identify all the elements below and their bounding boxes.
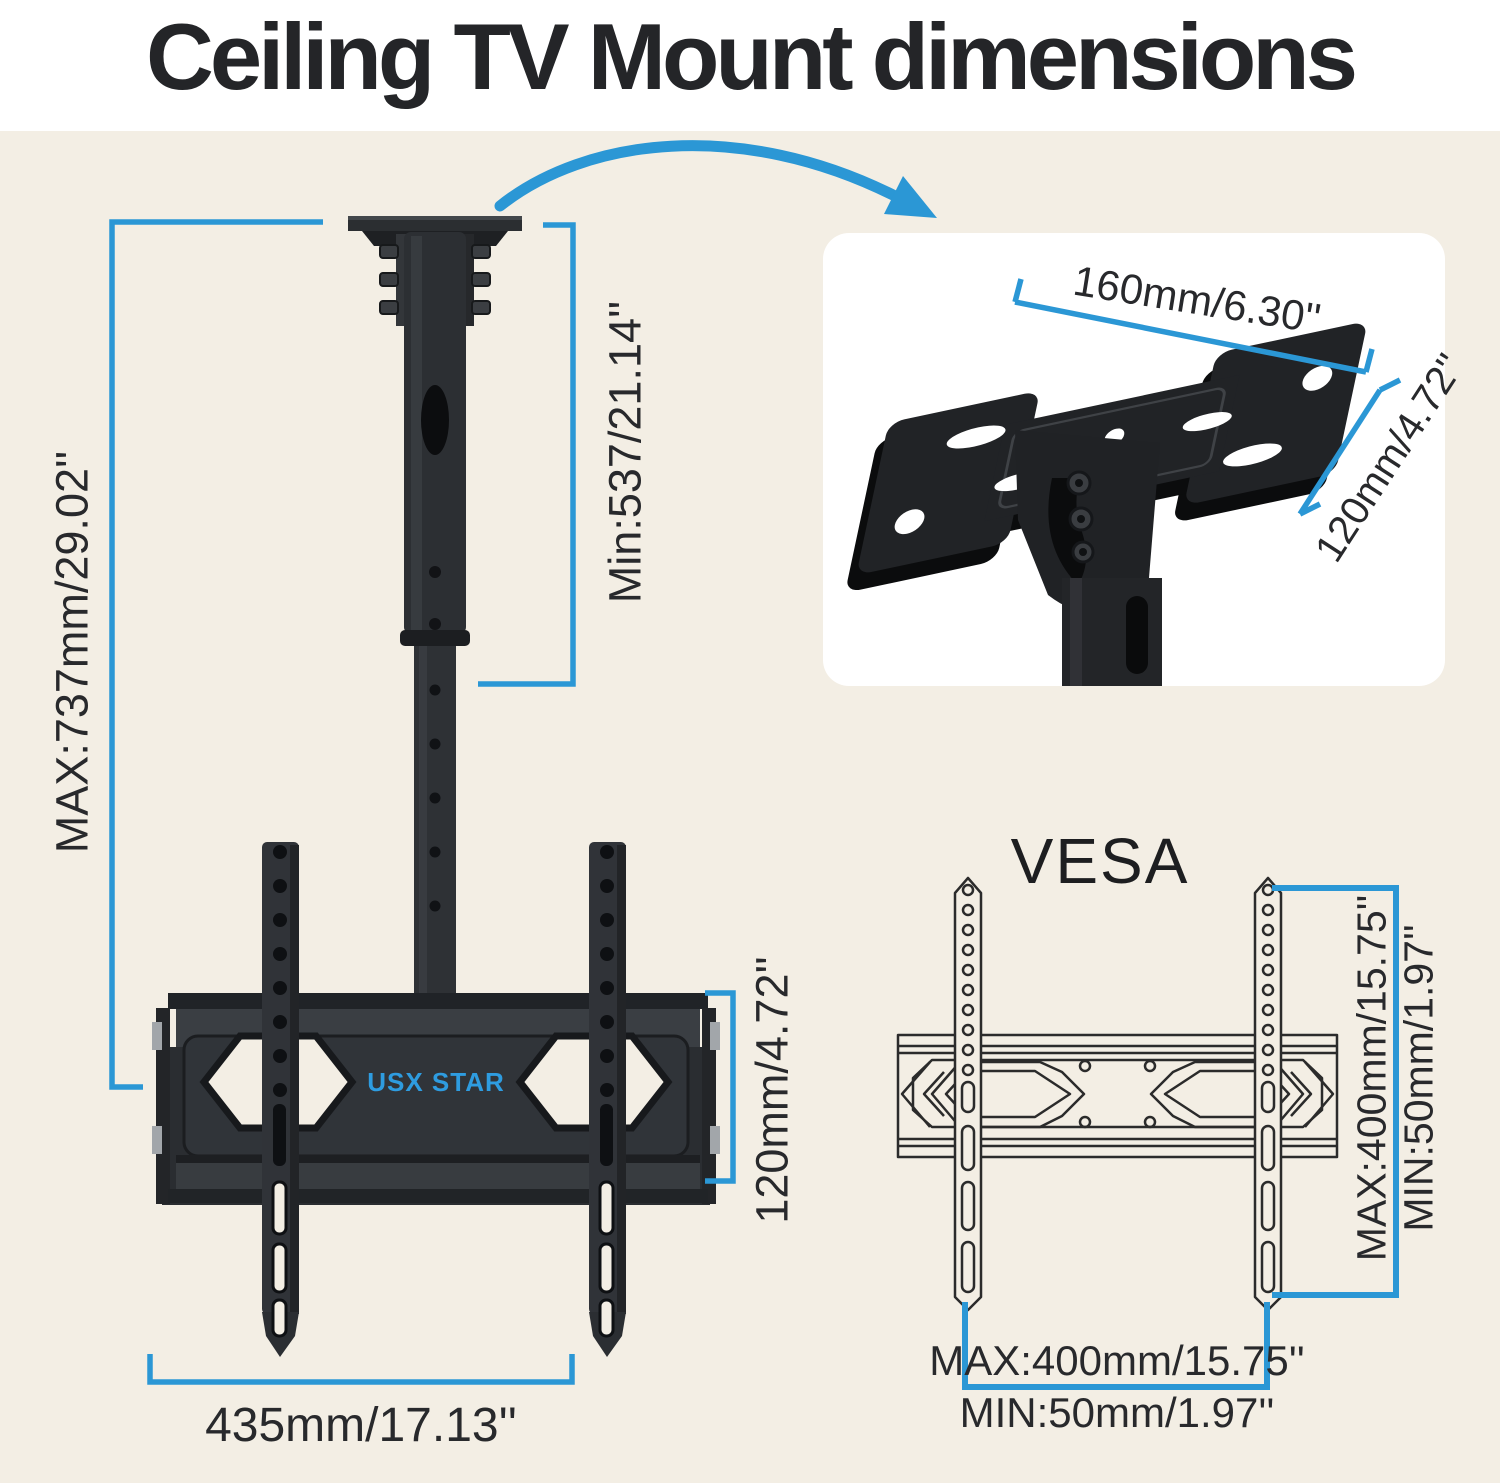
vesa-rail-right bbox=[1253, 876, 1283, 1312]
tv-bracket-crossbar bbox=[152, 993, 720, 1205]
plate-width-dimension bbox=[1014, 299, 1367, 375]
plate-depth-dimension bbox=[1297, 388, 1383, 516]
label-min-height: Min:537/21.14'' bbox=[599, 300, 651, 604]
min-height-dimension bbox=[478, 222, 576, 687]
vesa-heading: VESA bbox=[1010, 825, 1190, 897]
vesa-vertical-dimension bbox=[1272, 885, 1399, 1298]
ceiling-plate-detail bbox=[847, 278, 1402, 686]
ceiling-mount-illustration bbox=[152, 216, 720, 1357]
vesa-pattern-drawing bbox=[896, 876, 1339, 1312]
cable-hole bbox=[421, 385, 449, 455]
brand-logo: USX STAR bbox=[367, 1067, 505, 1097]
vesa-rail-left bbox=[953, 876, 983, 1312]
max-height-dimension bbox=[109, 219, 323, 1090]
label-vesa-max-vertical: MAX:400mm/15.75'' bbox=[1348, 894, 1395, 1262]
label-vesa-max-horizontal: MAX:400mm/15.75'' bbox=[929, 1337, 1305, 1384]
vesa-horizontal-dimension bbox=[962, 1302, 1270, 1390]
vesa-arm-left bbox=[262, 842, 299, 1357]
dimension-lines-inset bbox=[1012, 278, 1402, 517]
bracket-height-dimension bbox=[705, 990, 736, 1184]
height-adjust-holes bbox=[429, 684, 441, 912]
label-vesa-min-horizontal: MIN:50mm/1.97'' bbox=[959, 1389, 1275, 1436]
pivot-bolts bbox=[1066, 470, 1095, 564]
page-title: Ceiling TV Mount dimensions bbox=[146, 4, 1358, 109]
mount-bolts bbox=[379, 244, 491, 315]
label-vesa-min-vertical: MIN:50mm/1.97'' bbox=[1395, 924, 1442, 1232]
label-bracket-height: 120mm/4.72'' bbox=[746, 956, 798, 1224]
dimension-lines-vesa bbox=[962, 885, 1399, 1390]
label-bracket-width: 435mm/17.13'' bbox=[205, 1399, 517, 1452]
label-max-height: MAX:737mm/29.02'' bbox=[46, 450, 98, 854]
bracket-width-dimension bbox=[147, 1354, 575, 1385]
vesa-arm-right bbox=[589, 842, 626, 1357]
zoom-arrow bbox=[494, 140, 937, 218]
dimension-lines-main bbox=[109, 219, 736, 1385]
